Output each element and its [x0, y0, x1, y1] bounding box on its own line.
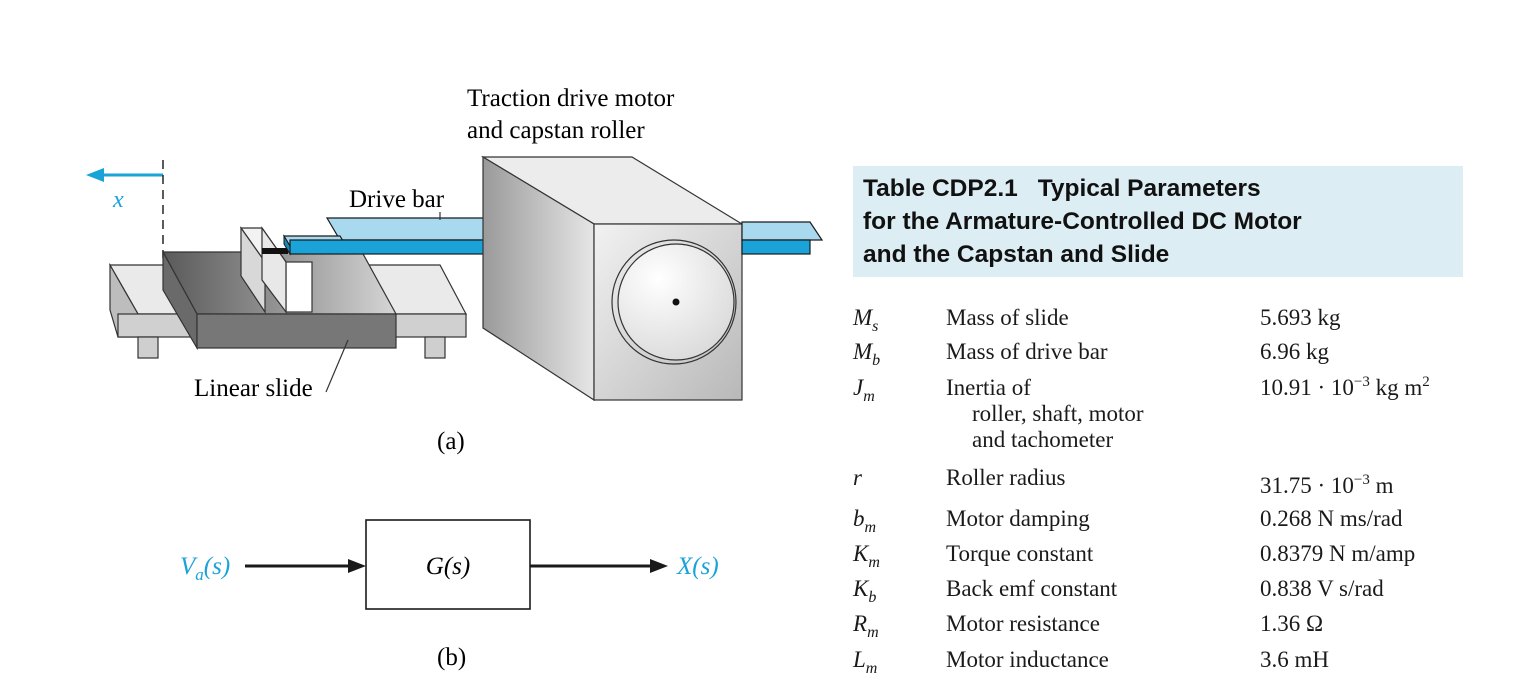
param-description: Back emf constant [946, 576, 1118, 601]
param-symbol: Lm [853, 647, 878, 677]
transfer-function-block [365, 519, 531, 610]
param-value: 0.8379 N m/amp [1260, 541, 1416, 566]
block-label: G(s) [426, 553, 470, 580]
param-value: 6.96 kg [1260, 339, 1329, 364]
table-title-line3: and the Capstan and Slide [863, 241, 1170, 268]
param-description: Mass of slide [946, 305, 1069, 330]
param-value: 1.36 Ω [1260, 611, 1324, 636]
param-value: 5.693 kg [1260, 305, 1341, 330]
label-motor-line2: and capstan roller [467, 117, 645, 144]
caption-a: (a) [437, 428, 465, 455]
table-title: Table CDP2.1 Typical Parameters for the A… [853, 166, 1463, 277]
slide-post [239, 226, 313, 314]
param-symbol: Mb [853, 339, 881, 369]
param-value: 10.91 · 10−3 kg m2 [1260, 374, 1430, 401]
x-label: x [112, 187, 124, 213]
param-description: Motor damping [946, 506, 1090, 531]
drive-bar-right-end [741, 221, 824, 255]
table-title-line2: for the Armature-Controlled DC Motor [863, 208, 1302, 235]
label-motor-line1: Traction drive motor [467, 85, 675, 112]
table-title-line1: Typical Parameters [1037, 175, 1261, 202]
figure-illustration: x T [86, 85, 824, 671]
param-value: 0.268 N ms/rad [1260, 506, 1403, 531]
block-diagram: Va(s) G(s) X(s) [180, 519, 719, 610]
param-value: 3.6 mH [1260, 647, 1329, 672]
param-symbol: Jm [853, 375, 875, 405]
param-symbol: Km [853, 541, 880, 571]
param-value: 31.75 · 10−3 m [1260, 472, 1394, 499]
param-symbol: bm [853, 506, 877, 536]
param-description: Roller radius [946, 465, 1066, 490]
table-row: Jm Inertia of roller, shaft, motor and t… [853, 375, 1473, 459]
output-signal-label: X(s) [676, 553, 719, 580]
param-symbol: Kb [853, 576, 877, 606]
param-description: Mass of drive bar [946, 339, 1108, 364]
table-id: Table CDP2.1 [863, 175, 1018, 202]
label-linear-slide: Linear slide [194, 375, 313, 402]
param-description: Inertia of roller, shaft, motor and tach… [946, 375, 1144, 452]
param-description: Torque constant [946, 541, 1094, 566]
param-description: Motor inductance [946, 647, 1109, 672]
param-symbol: Rm [853, 611, 879, 641]
capstan-roller [611, 239, 737, 365]
param-symbol: r [853, 465, 862, 490]
leader-linear-slide [325, 339, 349, 393]
input-signal-label: Va(s) [180, 553, 230, 584]
x-direction-arrow [86, 160, 164, 258]
param-value: 0.838 V s/rad [1260, 576, 1384, 601]
caption-b: (b) [437, 644, 466, 671]
label-drive-bar: Drive bar [349, 186, 445, 213]
param-symbol: Ms [853, 305, 879, 335]
param-description: Motor resistance [946, 611, 1100, 636]
